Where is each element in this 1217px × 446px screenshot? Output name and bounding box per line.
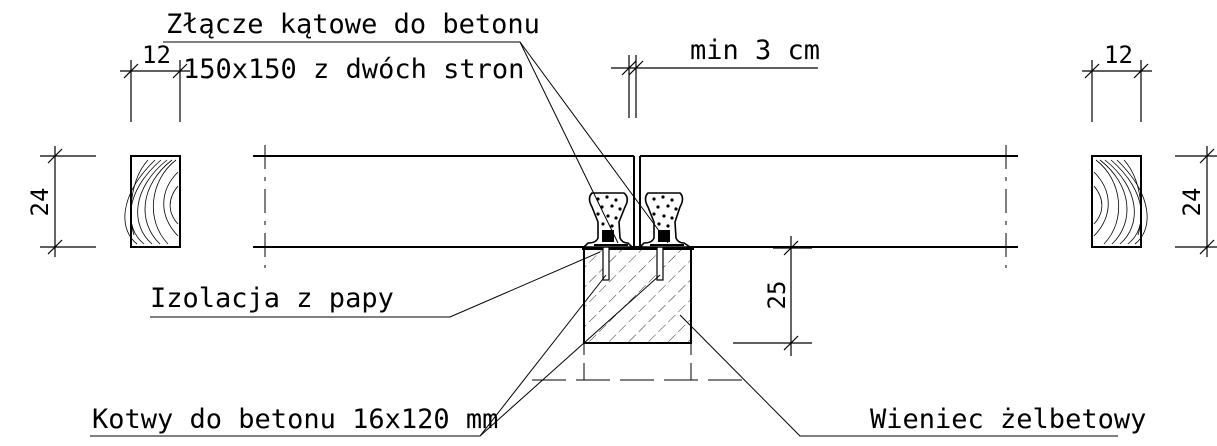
anchors-leader	[90, 274, 661, 437]
ring-beam-height-value: 25	[763, 281, 791, 310]
left-timber-section	[124, 155, 181, 248]
insulation-leader	[150, 251, 601, 318]
central-beams	[253, 145, 1018, 268]
ring-beam-label: Wieniec żelbetowy	[870, 404, 1146, 435]
ring-beam	[532, 248, 744, 381]
left-width-dimension	[120, 60, 190, 122]
anchors-label: Kotwy do betonu 16x120 mm	[92, 404, 498, 435]
right-timber-section	[1091, 155, 1148, 248]
left-height-dimension	[40, 146, 96, 257]
gap-label: min 3 cm	[690, 35, 820, 66]
ring-beam-leader	[679, 314, 1118, 437]
right-height-value: 24	[1178, 188, 1206, 217]
angle-connector-left	[582, 192, 634, 248]
connector-label-line2: 150x150 z dwóch stron	[183, 54, 524, 85]
right-width-value: 12	[1104, 41, 1133, 69]
ring-beam-height-dimension	[733, 236, 812, 356]
right-width-dimension	[1082, 60, 1152, 122]
right-height-dimension	[1175, 146, 1217, 257]
left-width-value: 12	[142, 41, 171, 69]
connector-label-line1: Złącze kątowe do betonu	[166, 9, 540, 40]
left-height-value: 24	[26, 188, 54, 217]
gap-dimension	[611, 55, 818, 118]
insulation-label: Izolacja z papy	[150, 283, 394, 314]
connector-leader	[163, 41, 669, 244]
